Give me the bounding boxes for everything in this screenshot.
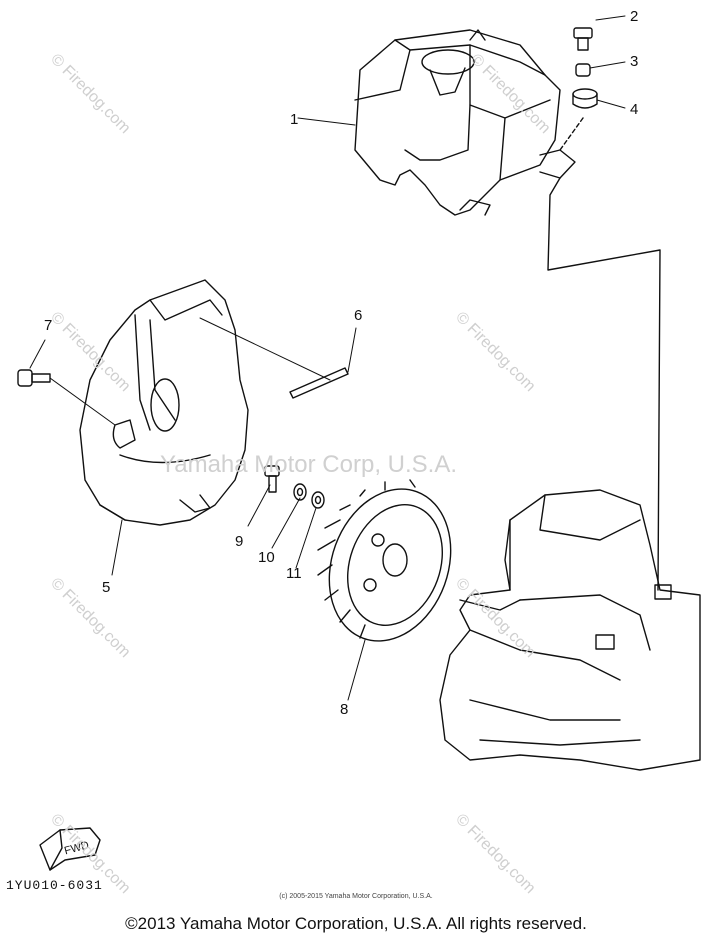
callout-6: 6 [354, 307, 362, 324]
bolt-7 [17, 369, 51, 387]
callout-4: 4 [630, 101, 638, 118]
bolt-9 [264, 465, 280, 493]
washer-10 [293, 483, 307, 501]
callout-2: 2 [630, 8, 638, 25]
callout-7: 7 [44, 317, 52, 334]
callout-1: 1 [290, 111, 298, 128]
copyright: ©2013 Yamaha Motor Corporation, U.S.A. A… [125, 914, 587, 933]
callout-11: 11 [286, 565, 302, 582]
callout-9: 9 [235, 533, 243, 550]
callout-5: 5 [102, 579, 110, 596]
fan-housing [79, 279, 249, 526]
flywheel-fan [317, 479, 452, 642]
watermark: © Firedog.com [452, 575, 538, 661]
collar-3 [575, 63, 591, 77]
callout-10: 10 [258, 549, 275, 566]
bolt-2 [573, 27, 593, 51]
watermark: © Firedog.com [467, 51, 553, 137]
assembly-line [547, 177, 661, 591]
center-watermark: Yamaha Motor Corp, U.S.A. [160, 451, 457, 478]
callout-3: 3 [630, 53, 638, 70]
shroud-cover [354, 29, 576, 216]
watermark: © Firedog.com [47, 309, 133, 395]
fwd-arrow-icon [39, 827, 101, 871]
watermark: © Firedog.com [452, 811, 538, 897]
part-code: 1YU010-6031 [6, 878, 103, 893]
grommet-4 [572, 88, 598, 109]
watermark: © Firedog.com [47, 575, 133, 661]
watermark: © Firedog.com [47, 51, 133, 137]
small-copyright: (c) 2005-2015 Yamaha Motor Corporation, … [279, 893, 433, 900]
engine-block [439, 489, 701, 771]
callout-8: 8 [340, 701, 348, 718]
watermark: © Firedog.com [452, 309, 538, 395]
pin-6 [289, 367, 349, 399]
washer-11 [311, 491, 325, 509]
